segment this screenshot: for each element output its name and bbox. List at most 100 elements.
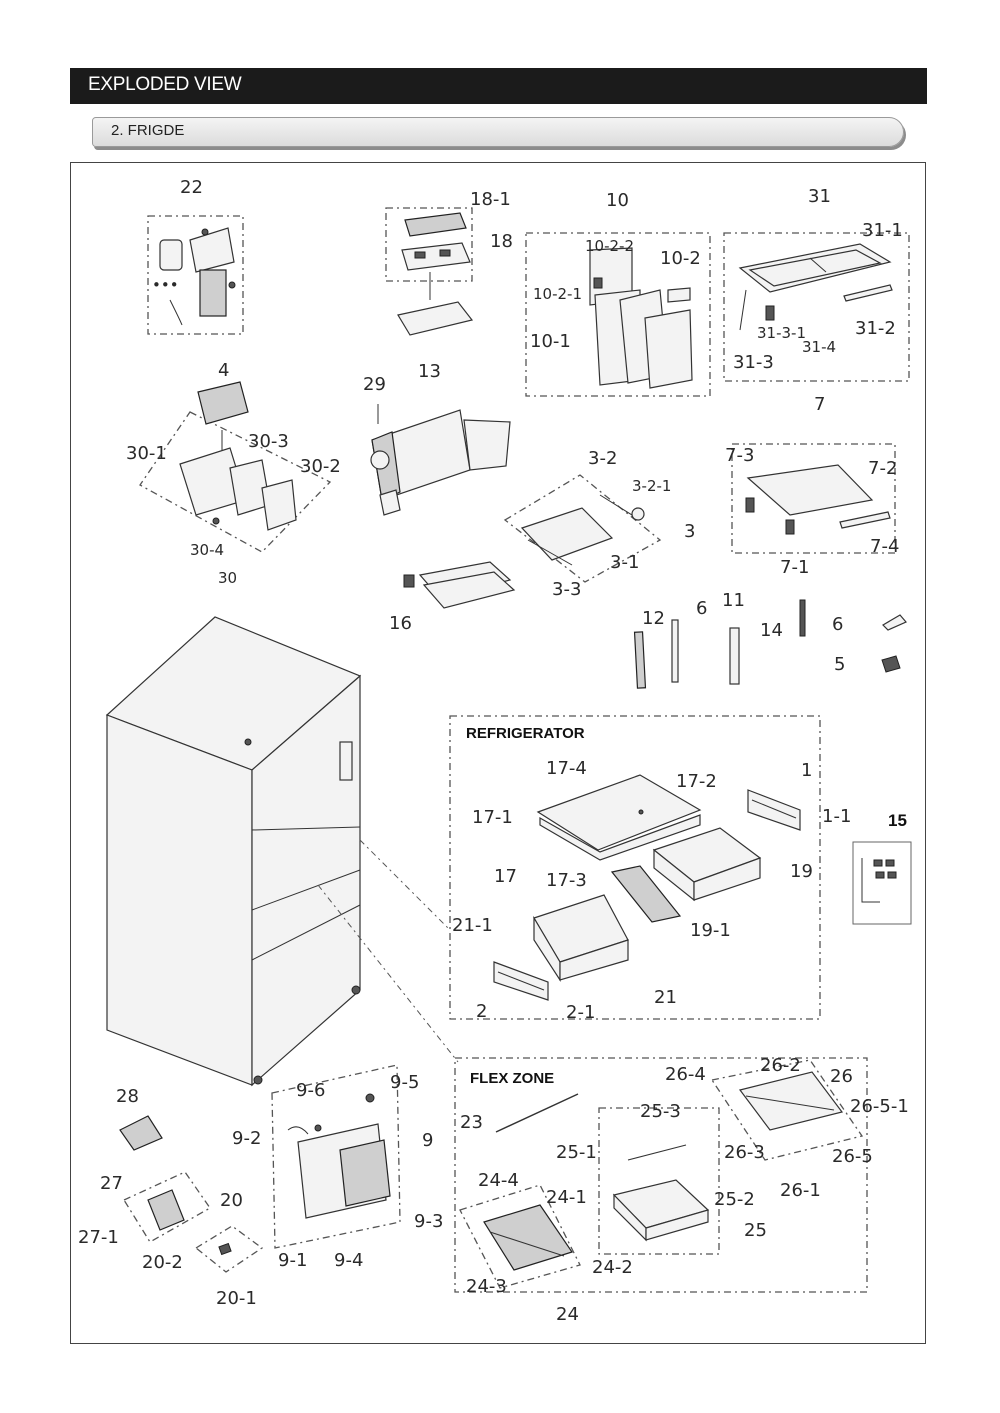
label-18: 18 (490, 231, 513, 252)
label-7-2: 7-2 (868, 458, 897, 479)
box-3 (503, 474, 662, 583)
label-1: 1 (801, 760, 812, 781)
label-31-1: 31-1 (862, 220, 903, 241)
svg-text:•••: ••• (152, 276, 179, 294)
part-29-evaporator (370, 404, 511, 516)
label-12: 12 (642, 608, 665, 629)
part-10-case (589, 247, 693, 389)
label-7-1: 7-1 (780, 557, 809, 578)
part-19-drawer (652, 827, 762, 902)
part-17-cover (536, 774, 702, 861)
diagram-frame (70, 162, 926, 1344)
label-31-2: 31-2 (855, 318, 896, 339)
box-20 (194, 1225, 264, 1273)
part-3-shelf (520, 494, 645, 566)
part-20-sensor (218, 1242, 232, 1256)
part-26-rail (738, 1071, 844, 1131)
label-19: 19 (790, 861, 813, 882)
section-title: 2. FRIGDE (111, 122, 185, 139)
part-rails (633, 599, 907, 689)
part-25-basket (612, 1144, 710, 1242)
label-1-1: 1-1 (822, 806, 851, 827)
part-24-panel (483, 1204, 573, 1271)
box-24 (459, 1184, 581, 1289)
label-24-4: 24-4 (478, 1170, 519, 1191)
label-3: 3 (684, 521, 695, 542)
box-10 (525, 232, 711, 397)
box-22 (147, 215, 244, 335)
box-15 (852, 841, 912, 925)
label-29: 29 (363, 374, 386, 395)
label-27: 27 (100, 1173, 123, 1194)
box-30 (139, 411, 332, 553)
header-title: EXPLODED VIEW (88, 74, 242, 95)
label-24: 24 (556, 1304, 579, 1325)
label-22: 22 (180, 177, 203, 198)
label-4: 4 (218, 360, 229, 381)
label-30: 30 (218, 569, 237, 587)
label-9: 9 (422, 1130, 433, 1151)
leader-refrigerator (359, 839, 451, 931)
label-3-1: 3-1 (610, 552, 639, 573)
label-9-3: 9-3 (414, 1211, 443, 1232)
part-31-shelf (738, 243, 893, 331)
label-17-2: 17-2 (676, 771, 717, 792)
label-30-2: 30-2 (300, 456, 341, 477)
part-23-rod (495, 1093, 579, 1133)
label-17-4: 17-4 (546, 758, 587, 779)
label-9-2: 9-2 (232, 1128, 261, 1149)
label-26-5-1: 26-5-1 (850, 1096, 909, 1117)
part-27-housing (147, 1189, 185, 1231)
box-9 (271, 1064, 401, 1249)
label-flex-zone: FLEX ZONE (470, 1070, 554, 1087)
label-26-4: 26-4 (665, 1064, 706, 1085)
section-heading: 2. FRIGDE (92, 117, 904, 147)
part-18-filter (397, 212, 474, 336)
label-16: 16 (389, 613, 412, 634)
label-2: 2 (476, 1001, 487, 1022)
label-10-1: 10-1 (530, 331, 571, 352)
label-2-1: 2-1 (566, 1002, 595, 1023)
label-9-5: 9-5 (390, 1072, 419, 1093)
box-18 (385, 207, 473, 282)
label-7: 7 (814, 394, 825, 415)
label-24-1: 24-1 (546, 1187, 587, 1208)
label-20-1: 20-1 (216, 1288, 257, 1309)
label-5: 5 (834, 654, 845, 675)
label-26-1: 26-1 (780, 1180, 821, 1201)
label-3-2-1: 3-2-1 (632, 477, 671, 495)
box-flex-zone (454, 1057, 868, 1293)
box-26 (710, 1059, 864, 1161)
label-28: 28 (116, 1086, 139, 1107)
label-27-1: 27-1 (78, 1227, 119, 1248)
header-bar: EXPLODED VIEW (70, 68, 927, 104)
box-31 (723, 232, 910, 382)
label-20-2: 20-2 (142, 1252, 183, 1273)
label-26: 26 (830, 1066, 853, 1087)
label-3-2: 3-2 (588, 448, 617, 469)
label-7-3: 7-3 (725, 445, 754, 466)
part-19-1-bracket (610, 865, 682, 923)
label-24-3: 24-3 (466, 1276, 507, 1297)
label-20: 20 (220, 1190, 243, 1211)
label-refrigerator: REFRIGERATOR (466, 725, 585, 742)
refrigerator-cabinet (105, 616, 362, 1087)
label-25-2: 25-2 (714, 1189, 755, 1210)
part-15-hardware (861, 858, 897, 903)
label-19-1: 19-1 (690, 920, 731, 941)
label-15: 15 (888, 811, 907, 830)
box-refrigerator (449, 715, 821, 1020)
label-18-1: 18-1 (470, 189, 511, 210)
part-30-ice-maker (179, 381, 297, 531)
label-13: 13 (418, 361, 441, 382)
label-23: 23 (460, 1112, 483, 1133)
label-30-4: 30-4 (190, 541, 224, 559)
label-31-3: 31-3 (733, 352, 774, 373)
label-10-2: 10-2 (660, 248, 701, 269)
label-21-1: 21-1 (452, 915, 493, 936)
label-25-1: 25-1 (556, 1142, 597, 1163)
label-25: 25 (744, 1220, 767, 1241)
label-30-3: 30-3 (248, 431, 289, 452)
part-9-evaporator (287, 1093, 391, 1219)
